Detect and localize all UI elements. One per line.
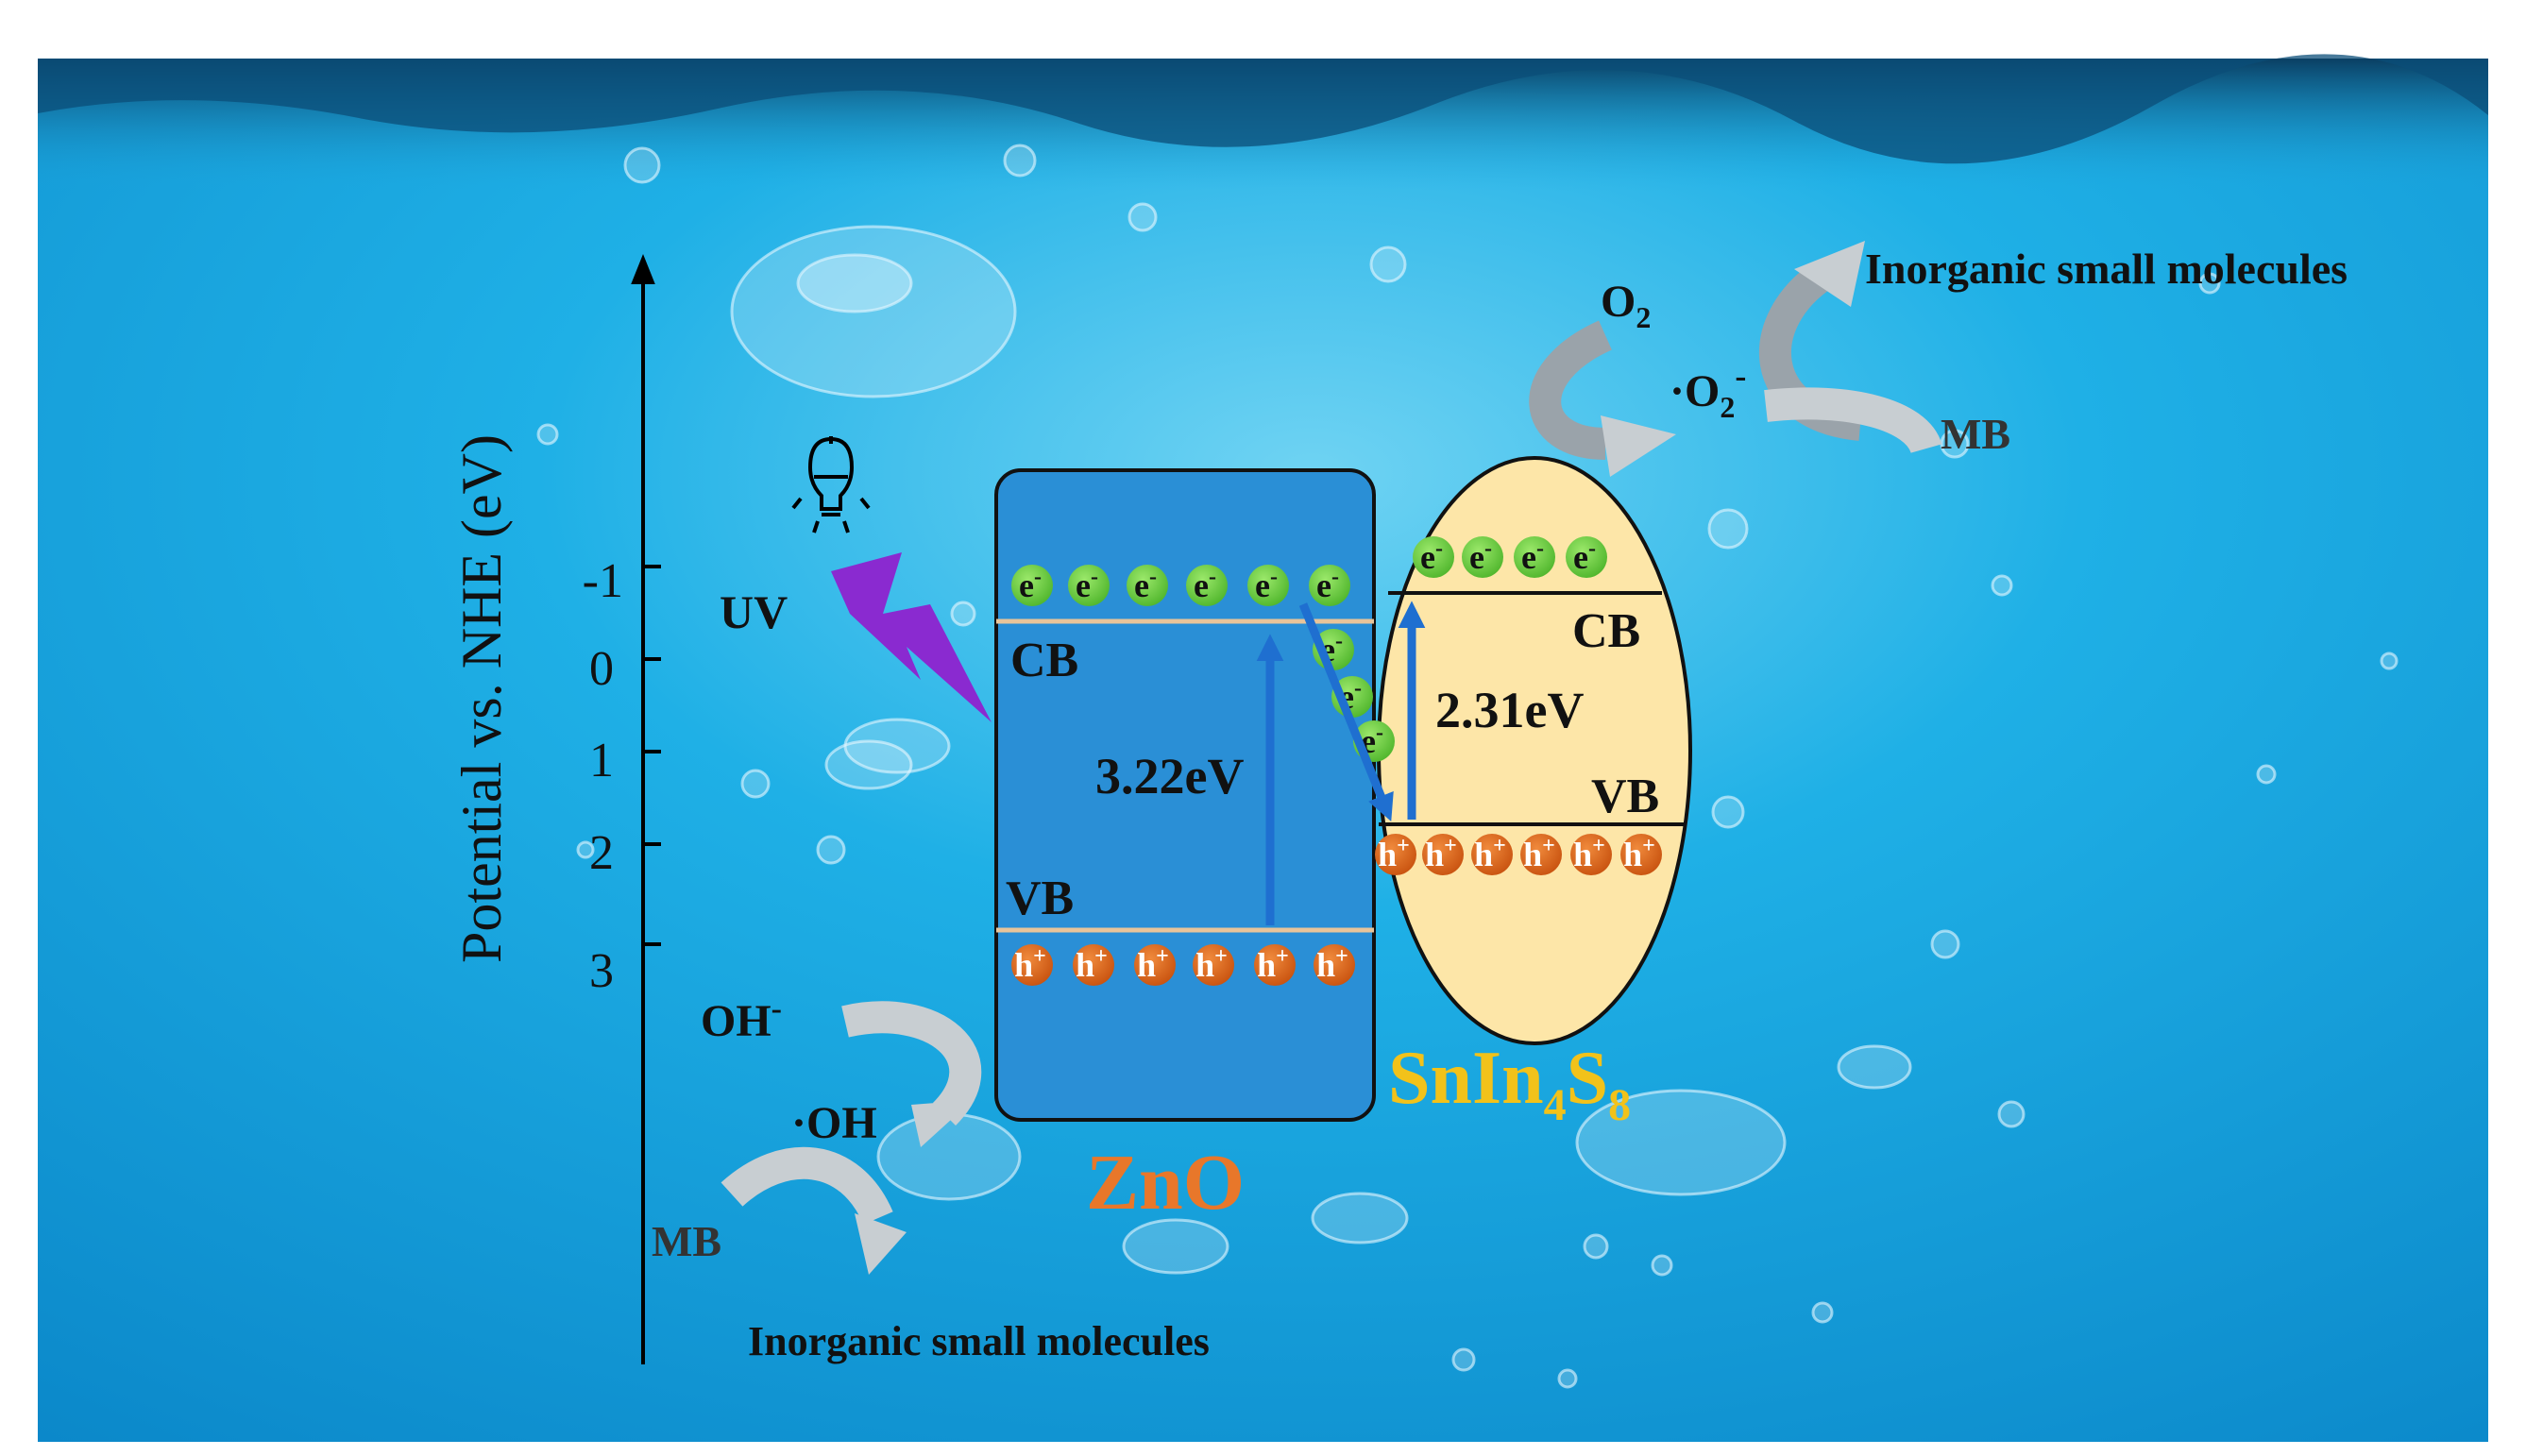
- electron: e-: [1309, 565, 1350, 606]
- superoxide-label: ·O2-: [1670, 357, 1746, 424]
- lightning-bolt-icon: [831, 552, 992, 722]
- bubbles: [536, 144, 2399, 1389]
- zno-vb-label: VB: [1006, 872, 1074, 925]
- hole: h+: [1375, 834, 1416, 875]
- snin4s8-band: CB VB 2.31eV: [1377, 456, 1692, 1045]
- hole: h+: [1193, 944, 1234, 986]
- electron: e-: [1462, 536, 1503, 578]
- svg-text:e-: e-: [1134, 565, 1157, 604]
- zno-name: ZnO: [1086, 1139, 1245, 1227]
- hydroxyl-reaction: OH- ·OH MB Inorganic small molecules: [652, 991, 1210, 1364]
- svg-text:h+: h+: [1316, 944, 1348, 984]
- o2-label: O2: [1601, 277, 1651, 334]
- electron: e-: [1011, 565, 1053, 606]
- hole: h+: [1073, 944, 1114, 986]
- hole: h+: [1471, 834, 1513, 875]
- svg-text:h+: h+: [1195, 944, 1228, 984]
- snin4s8-holes: h+ h+ h+ h+ h+ h+: [1375, 834, 1662, 875]
- svg-text:h+: h+: [1623, 834, 1655, 873]
- axis-tick-label: 2: [589, 826, 614, 880]
- electron: e-: [1068, 565, 1110, 606]
- snin4s8-electrons: e-e-e-e-: [1413, 536, 1607, 578]
- svg-text:e-: e-: [1573, 536, 1596, 576]
- hole: h+: [1314, 944, 1355, 986]
- hole: h+: [1254, 944, 1296, 986]
- svg-text:h+: h+: [1014, 944, 1046, 984]
- svg-text:e-: e-: [1420, 536, 1443, 576]
- electron: e-: [1186, 565, 1228, 606]
- water-background: [38, 54, 2488, 1442]
- electron: e-: [1413, 536, 1454, 578]
- axis-tick-label: 1: [589, 734, 614, 787]
- mb-label-bottom: MB: [652, 1217, 721, 1265]
- hole: h+: [1520, 834, 1562, 875]
- svg-text:h+: h+: [1573, 834, 1605, 873]
- svg-text:e-: e-: [1316, 565, 1339, 604]
- svg-text:e-: e-: [1019, 565, 1042, 604]
- snin4s8-vb-label: VB: [1591, 770, 1659, 823]
- svg-text:h+: h+: [1474, 834, 1506, 873]
- hole: h+: [1422, 834, 1464, 875]
- svg-text:h+: h+: [1076, 944, 1108, 984]
- svg-text:h+: h+: [1378, 834, 1410, 873]
- superoxide-reaction: O2 ·O2- MB Inorganic small molecules: [1529, 241, 2348, 477]
- snin4s8-name: SnIn4S8: [1388, 1037, 1631, 1130]
- hole: h+: [1570, 834, 1612, 875]
- electron: e-: [1514, 536, 1555, 578]
- potential-axis: -1 0 1 2 3 Potential vs. NHE (eV): [450, 254, 661, 1364]
- product-label-top: Inorganic small molecules: [1865, 245, 2348, 293]
- electron: e-: [1247, 565, 1289, 606]
- zno-gap-label: 3.22eV: [1095, 748, 1244, 804]
- zno-electrons: e-e-e-e-e-e-: [1011, 565, 1350, 606]
- hydroxyl-label: ·OH: [791, 1098, 877, 1148]
- hole: h+: [1134, 944, 1176, 986]
- svg-text:h+: h+: [1523, 834, 1555, 873]
- axis-tick-label: 3: [589, 944, 614, 998]
- axis-tick-label: 0: [589, 642, 614, 696]
- electron: e-: [1127, 565, 1168, 606]
- product-label-bottom: Inorganic small molecules: [748, 1318, 1210, 1364]
- carrier-arrows: [1256, 601, 1426, 925]
- oh-label: OH-: [701, 991, 782, 1046]
- zno-holes: h+ h+ h+ h+ h+ h+: [1011, 944, 1355, 986]
- snin4s8-cb-label: CB: [1572, 604, 1640, 658]
- axis-title: Potential vs. NHE (eV): [450, 434, 513, 963]
- lamp-icon: [791, 436, 871, 533]
- svg-text:e-: e-: [1255, 565, 1278, 604]
- svg-text:e-: e-: [1521, 536, 1544, 576]
- svg-text:e-: e-: [1076, 565, 1098, 604]
- axis-tick-label: -1: [583, 554, 623, 608]
- svg-text:e-: e-: [1469, 536, 1492, 576]
- electron: e-: [1566, 536, 1607, 578]
- svg-text:e-: e-: [1194, 565, 1216, 604]
- uv-label: UV: [720, 585, 788, 638]
- hole-transfer-arrow: [1298, 602, 1394, 822]
- zno-cb-label: CB: [1010, 634, 1078, 687]
- svg-text:h+: h+: [1137, 944, 1169, 984]
- svg-text:h+: h+: [1257, 944, 1289, 984]
- mb-label-top: MB: [1941, 410, 2010, 458]
- hole: h+: [1620, 834, 1662, 875]
- snin4s8-gap-label: 2.31eV: [1435, 682, 1584, 738]
- svg-text:h+: h+: [1425, 834, 1457, 873]
- hole: h+: [1011, 944, 1053, 986]
